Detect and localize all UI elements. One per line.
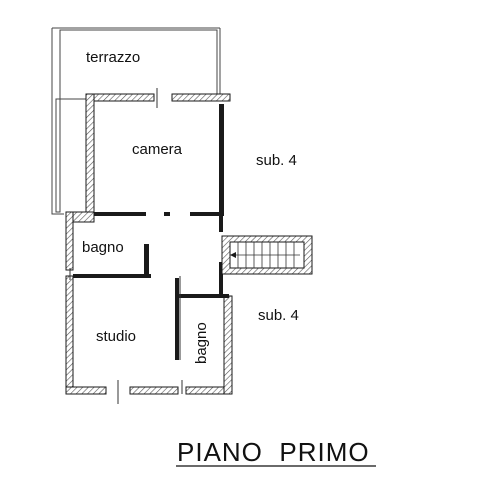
room-label-camera: camera bbox=[132, 141, 183, 158]
plan-title: PIANO PRIMO bbox=[177, 437, 370, 467]
room-label-bagno-small: bagno bbox=[193, 322, 210, 364]
room-label-terrazzo: terrazzo bbox=[86, 49, 140, 66]
stair-arrow-icon bbox=[230, 252, 236, 258]
room-label-sub4-top: sub. 4 bbox=[256, 152, 297, 169]
terrace-outline bbox=[51, 27, 221, 215]
interior-walls bbox=[73, 104, 229, 360]
staircase bbox=[221, 235, 313, 275]
openings bbox=[69, 88, 183, 404]
room-label-sub4-bottom: sub. 4 bbox=[258, 307, 299, 324]
room-label-bagno-left: bagno bbox=[82, 239, 124, 256]
room-label-studio: studio bbox=[96, 328, 136, 345]
